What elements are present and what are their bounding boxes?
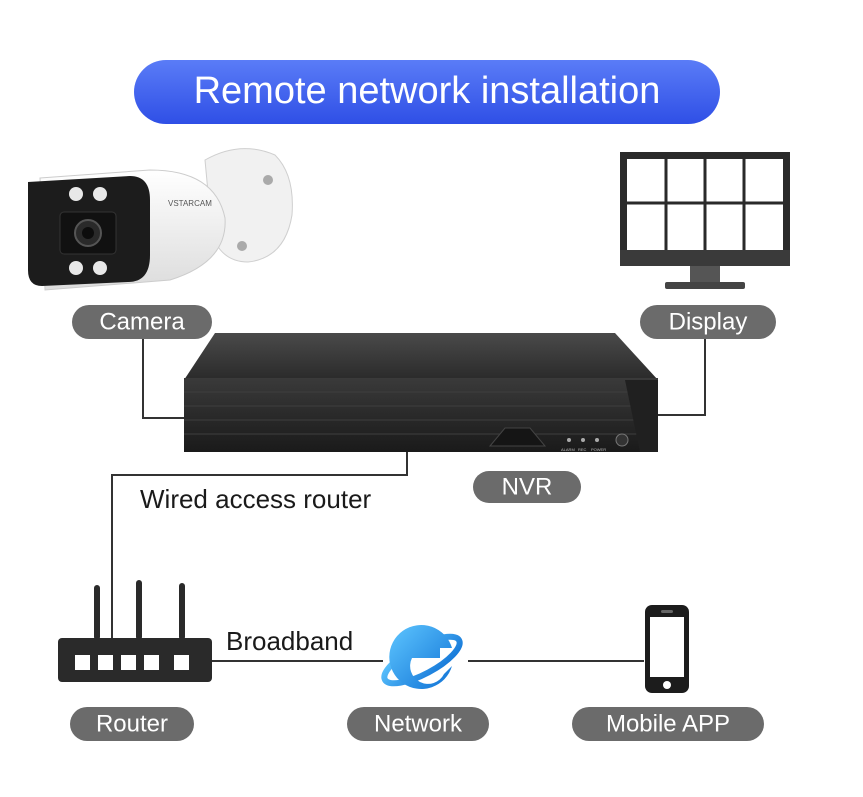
power-button-icon	[615, 433, 629, 447]
antenna-icon	[179, 583, 185, 640]
nvr-device: ALARM REC POWER	[184, 333, 658, 452]
antenna-icon	[136, 580, 142, 640]
internet-explorer-icon	[381, 625, 463, 689]
router-label: Router	[96, 711, 168, 738]
nvr-label: NVR	[502, 474, 553, 501]
nvr-indicator-rec: REC	[578, 447, 587, 452]
network-label: Network	[374, 711, 463, 738]
ir-led-icon	[69, 261, 83, 275]
screw-icon	[263, 175, 273, 185]
wired-access-router-text: Wired access router	[140, 484, 372, 514]
camera-brand-logo: VSTARCAM	[168, 199, 212, 208]
nvr-label-pill: NVR	[473, 471, 581, 503]
camera-label-pill: Camera	[72, 305, 212, 339]
ir-led-icon	[93, 187, 107, 201]
nvr-to-router-line	[111, 452, 408, 638]
nvr-indicator-power: POWER	[591, 447, 606, 452]
display-to-nvr-line	[658, 338, 706, 416]
nvr-indicator-alarm: ALARM	[561, 447, 575, 452]
page-title: Remote network installation	[194, 70, 661, 112]
broadband-text: Broadband	[226, 626, 353, 656]
ir-led-icon	[69, 187, 83, 201]
display-label-pill: Display	[640, 305, 776, 339]
ir-led-icon	[93, 261, 107, 275]
display-monitor	[620, 152, 790, 289]
screw-icon	[237, 241, 247, 251]
camera-device: VSTARCAM	[28, 148, 293, 291]
camera-label: Camera	[99, 309, 185, 336]
display-label: Display	[669, 309, 748, 336]
title-banner: Remote network installation	[134, 60, 720, 124]
router-label-pill: Router	[70, 707, 194, 741]
connection-lines	[111, 338, 706, 662]
camera-to-nvr-line	[142, 338, 186, 419]
antenna-icon	[94, 585, 100, 640]
network-label-pill: Network	[347, 707, 489, 741]
mobile-app-label-pill: Mobile APP	[572, 707, 764, 741]
mobile-app-label: Mobile APP	[606, 711, 730, 738]
router-device	[58, 580, 212, 682]
mobile-phone-icon	[645, 605, 689, 693]
